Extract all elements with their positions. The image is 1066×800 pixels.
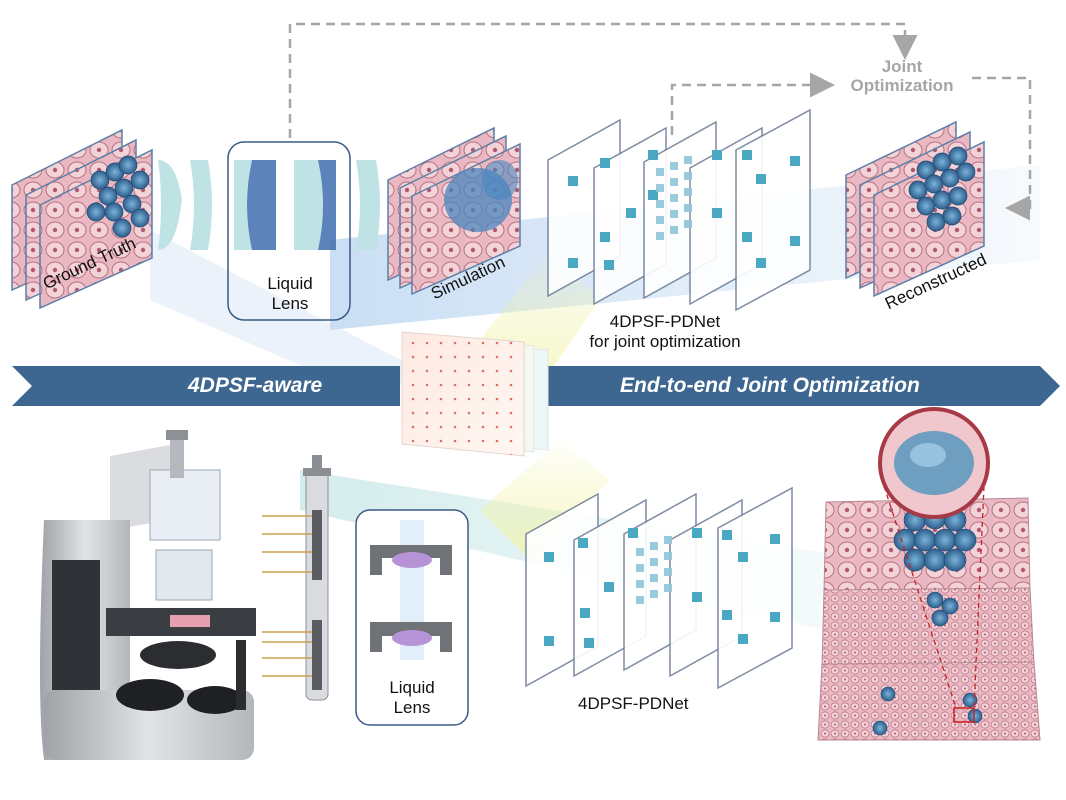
network-label-line2: for joint optimization (589, 332, 741, 352)
light-beam-yellow-bottom (480, 440, 610, 560)
liquid-lens-bottom-line1: Liquid (389, 678, 435, 697)
network-label-line1: 4DPSF-PDNet (609, 312, 721, 331)
reconstructed-stack (845, 120, 985, 298)
banner-left-text: 4DPSF-aware (188, 374, 323, 397)
lens-system-top (158, 141, 380, 321)
psf-planes (401, 331, 549, 457)
ground-truth-stack (11, 128, 153, 310)
optical-column (262, 455, 331, 701)
joint-optimization-loop (288, 22, 1032, 221)
microscope-illustration (40, 430, 256, 760)
tissue-volume (817, 407, 1041, 741)
liquid-lens-line2: Lens (271, 294, 309, 314)
simulation-stack (387, 126, 521, 296)
liquid-lens-line1: Liquid (267, 274, 313, 293)
banner-right-text: End-to-end Joint Optimization (620, 374, 920, 397)
joint-line2: Optimization (850, 75, 954, 95)
liquid-lens-label-top: Liquid Lens (262, 274, 318, 315)
joint-optimization-label: Joint Optimization (832, 57, 972, 95)
joint-line1: Joint (881, 57, 923, 76)
network-label-bottom: 4DPSF-PDNet (578, 694, 689, 713)
liquid-lens-bottom-line2: Lens (393, 698, 431, 718)
liquid-lens-detail (355, 509, 469, 726)
banner (12, 366, 1060, 406)
network-planes-top (547, 108, 811, 312)
network-label-top: 4DPSF-PDNet for joint optimization (560, 312, 770, 353)
light-beam-left (150, 230, 420, 400)
liquid-lens-box-top (227, 141, 351, 321)
liquid-lens-label-bottom: Liquid Lens (382, 678, 442, 719)
network-planes-bottom (525, 486, 793, 690)
